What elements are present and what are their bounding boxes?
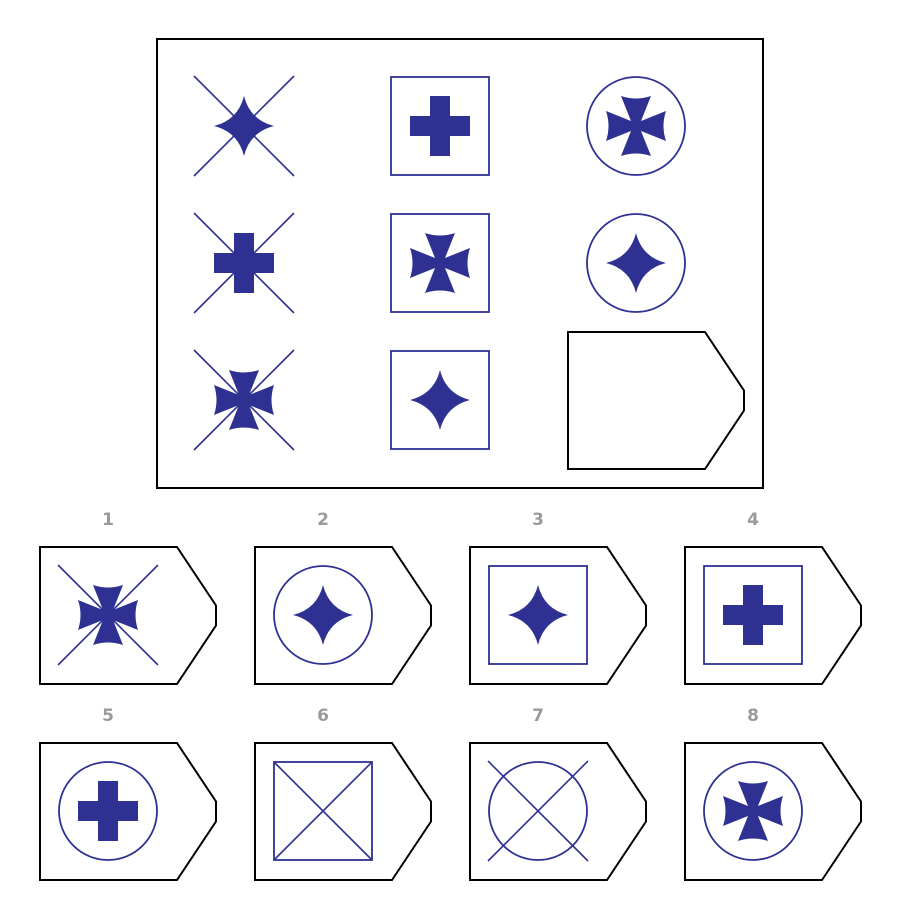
option-number-5: 5 — [102, 706, 114, 726]
four-point-star-icon — [293, 585, 353, 645]
greek-cross-icon — [723, 585, 783, 645]
answer-option-5[interactable] — [39, 742, 217, 881]
four-point-star-icon — [214, 96, 274, 156]
circle-outline — [488, 761, 588, 861]
matrix-frame — [156, 38, 764, 489]
square-outline — [488, 565, 588, 665]
matrix-cell — [586, 76, 686, 176]
diagonal-line — [273, 761, 373, 861]
empty-answer-slot — [567, 331, 745, 470]
matrix-cell — [193, 75, 295, 177]
option-number-1: 1 — [102, 510, 114, 530]
answer-option-1[interactable] — [39, 546, 217, 685]
matrix-cell — [390, 76, 490, 176]
square-outline — [390, 213, 490, 313]
matrix-cell — [193, 212, 295, 314]
matrix-cell — [390, 213, 490, 313]
option-number-4: 4 — [747, 510, 759, 530]
four-point-star-icon — [508, 585, 568, 645]
circle-outline — [273, 565, 373, 665]
answer-option-4[interactable] — [684, 546, 862, 685]
square-outline — [390, 76, 490, 176]
circle-outline — [586, 213, 686, 313]
answer-option-7[interactable] — [469, 742, 647, 881]
circle-outline — [58, 761, 158, 861]
maltese-cross-icon — [214, 370, 274, 430]
option-number-2: 2 — [317, 510, 329, 530]
answer-option-6[interactable] — [254, 742, 432, 881]
answer-option-3[interactable] — [469, 546, 647, 685]
greek-cross-icon — [410, 96, 470, 156]
matrix-cell — [390, 350, 490, 450]
circle-outline — [586, 76, 686, 176]
four-point-star-icon — [410, 370, 470, 430]
greek-cross-icon — [214, 233, 274, 293]
maltese-cross-icon — [723, 781, 783, 841]
diagonal-line — [487, 760, 589, 862]
option-number-7: 7 — [532, 706, 544, 726]
matrix-cell — [193, 349, 295, 451]
four-point-star-icon — [606, 233, 666, 293]
option-number-8: 8 — [747, 706, 759, 726]
square-outline — [273, 761, 373, 861]
option-tag-outline — [469, 742, 647, 881]
circle-outline — [703, 761, 803, 861]
greek-cross-icon — [78, 781, 138, 841]
maltese-cross-icon — [410, 233, 470, 293]
option-tag-outline — [254, 742, 432, 881]
option-number-3: 3 — [532, 510, 544, 530]
answer-option-2[interactable] — [254, 546, 432, 685]
missing-cell — [567, 331, 745, 470]
maltese-cross-icon — [78, 585, 138, 645]
matrix-cell — [586, 213, 686, 313]
matrix-grid — [193, 75, 745, 470]
square-outline — [703, 565, 803, 665]
square-outline — [390, 350, 490, 450]
maltese-cross-icon — [606, 96, 666, 156]
answer-option-8[interactable] — [684, 742, 862, 881]
answer-options — [39, 546, 862, 881]
option-number-6: 6 — [317, 706, 329, 726]
